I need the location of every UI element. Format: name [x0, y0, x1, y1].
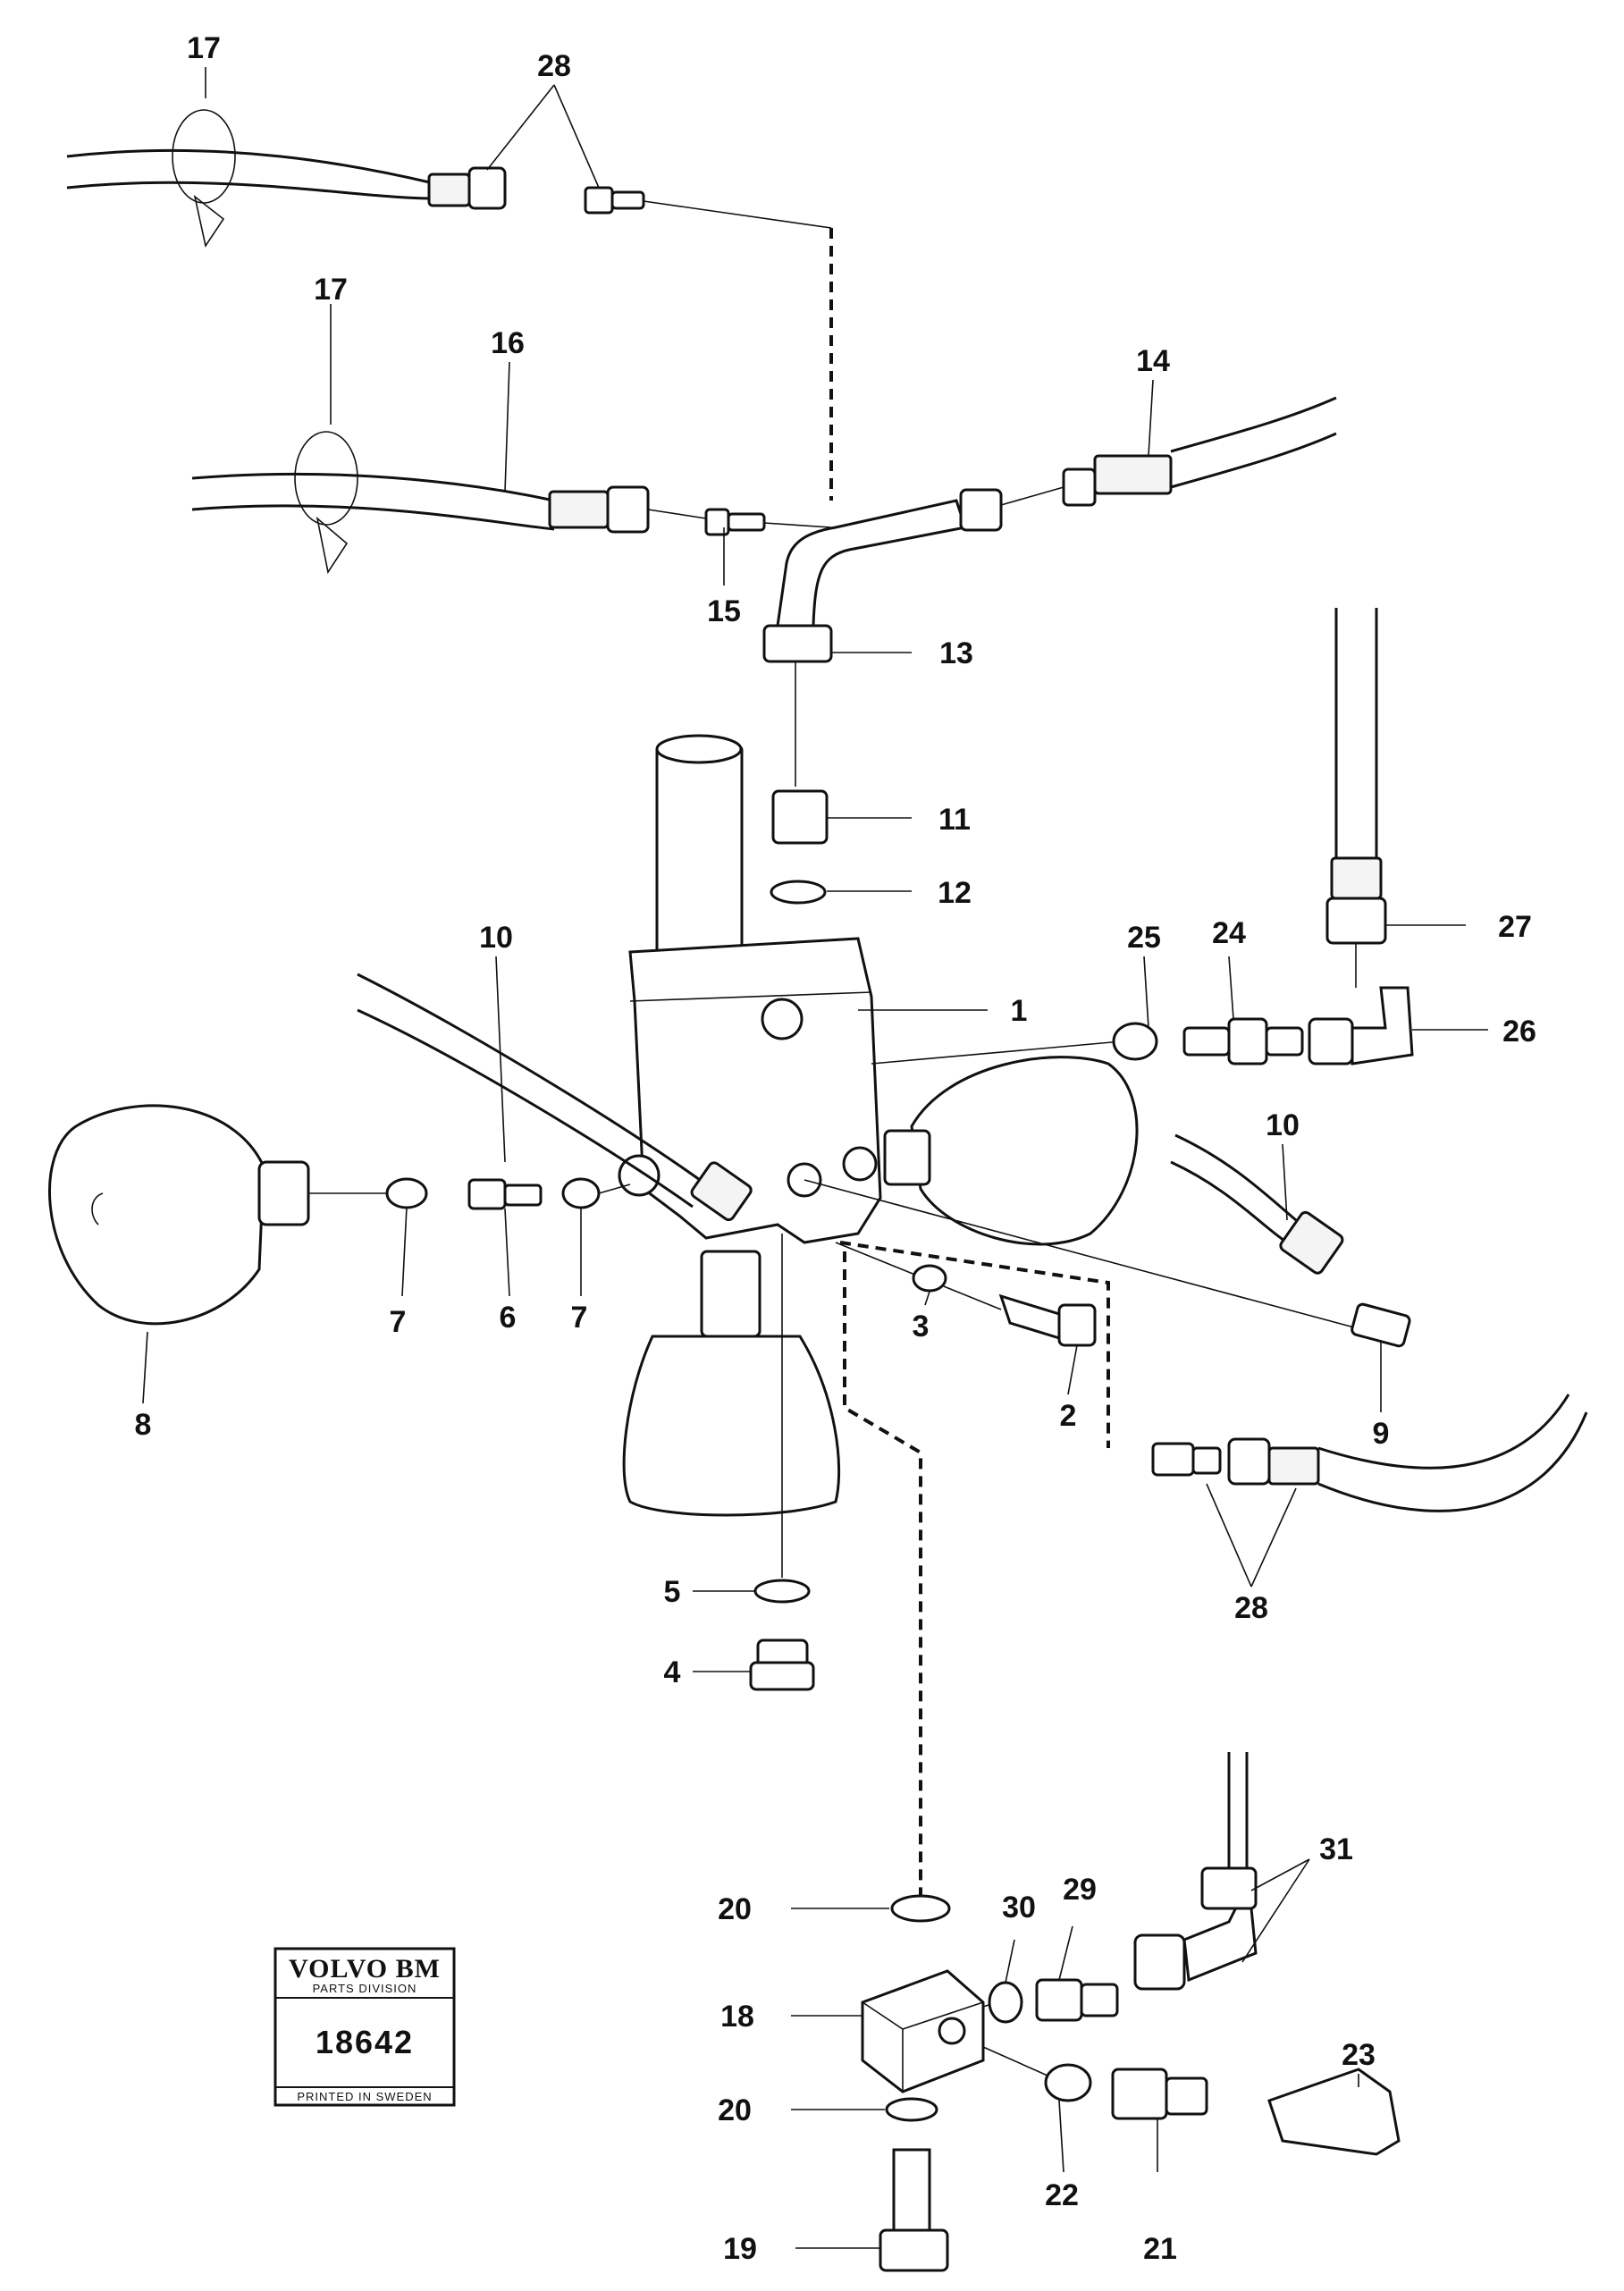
pipe-13 [776, 499, 967, 627]
label-10-left: 10 [479, 921, 513, 955]
label-25: 25 [1127, 921, 1161, 955]
pressure-switch-21 [1111, 2068, 1168, 2120]
label-26: 26 [1502, 1015, 1536, 1049]
washer-12 [770, 880, 827, 905]
middle-hose-assembly [191, 396, 1337, 663]
hose-14 [1093, 454, 1173, 495]
label-4: 4 [664, 1655, 681, 1689]
label-23: 23 [1342, 2038, 1376, 2072]
accumulator-right [910, 1056, 1139, 1246]
label-13: 13 [939, 636, 973, 670]
label-17-middle: 17 [314, 273, 348, 307]
label-5: 5 [664, 1575, 681, 1609]
leader-lines [142, 67, 1488, 2249]
label-9: 9 [1373, 1417, 1390, 1451]
label-7-left: 7 [390, 1305, 407, 1339]
nipple-11 [771, 789, 829, 845]
right-side-fittings [804, 608, 1414, 1348]
label-6: 6 [500, 1301, 517, 1335]
boot-23 [1267, 2068, 1401, 2156]
bottom-switch-assembly [843, 1251, 1401, 2272]
label-27: 27 [1498, 910, 1532, 944]
accumulators [47, 1056, 1139, 1517]
fasteners-2-3-4-5 [749, 1234, 1097, 1691]
accumulator-bottom [622, 1335, 841, 1517]
valve-block-1 [628, 937, 882, 1244]
elbow-26 [1308, 1017, 1354, 1065]
union-24 [1182, 1026, 1231, 1057]
stamp-division: PARTS DIVISION [313, 1982, 417, 1995]
nipple-28-top [584, 186, 614, 215]
elbow-9 [1351, 1302, 1411, 1348]
label-29: 29 [1063, 1873, 1097, 1907]
label-31: 31 [1319, 1832, 1353, 1866]
washer-7-right [561, 1177, 601, 1209]
stamp-printed: PRINTED IN SWEDEN [297, 2090, 432, 2103]
label-18: 18 [720, 2000, 754, 2034]
stamp-brand: VOLVO BM [289, 1954, 441, 1984]
label-30: 30 [1002, 1891, 1036, 1925]
stamp-number: 18642 [316, 2024, 414, 2060]
label-19: 19 [723, 2232, 757, 2266]
label-16: 16 [491, 326, 525, 360]
label-14: 14 [1136, 344, 1170, 378]
label-1: 1 [1011, 994, 1028, 1028]
hose-27 [1330, 856, 1383, 900]
accumulator-8 [47, 1104, 265, 1326]
nipple-15 [704, 508, 730, 536]
hose-clamp-17-middle [294, 431, 358, 526]
washer-3 [912, 1264, 947, 1293]
label-2: 2 [1060, 1399, 1077, 1433]
top-hose-assembly [66, 109, 833, 501]
washer-7-left [385, 1177, 428, 1209]
label-20-bottom: 20 [718, 2093, 752, 2127]
union-nut-28-top [467, 166, 507, 210]
washer-20-top [890, 1894, 951, 1923]
elbow-31 [1133, 1933, 1186, 1991]
nipple-6 [467, 1178, 507, 1210]
o-ring-30 [988, 1981, 1023, 2024]
label-28-top: 28 [537, 49, 571, 83]
bottom-right-hose-28 [839, 1241, 1588, 1512]
washer-25 [1112, 1022, 1158, 1061]
part-number-labels: 17 28 17 16 14 15 13 11 12 1 10 25 24 27… [135, 31, 1536, 2266]
hose-ferrule-top [427, 173, 471, 207]
label-24: 24 [1212, 916, 1246, 950]
adapter-29 [1035, 1978, 1083, 2022]
hose-10-left [357, 973, 753, 1222]
label-10-right: 10 [1266, 1108, 1300, 1142]
washer-5 [753, 1579, 811, 1604]
label-15: 15 [707, 594, 741, 628]
label-7-right: 7 [571, 1301, 588, 1335]
hose-clamp-17-top [172, 109, 236, 204]
volvo-bm-stamp: VOLVO BM PARTS DIVISION 18642 PRINTED IN… [273, 1947, 456, 2107]
washer-22 [1044, 2063, 1092, 2102]
washer-20-bottom [885, 2097, 938, 2122]
label-21: 21 [1143, 2232, 1177, 2266]
banjo-bolt-19 [892, 2148, 931, 2236]
label-8: 8 [135, 1408, 152, 1442]
label-17-top: 17 [187, 31, 221, 65]
label-3: 3 [913, 1310, 930, 1343]
label-12: 12 [938, 876, 972, 910]
hose-16 [548, 490, 610, 529]
block-18 [861, 1969, 985, 2093]
label-28-bottom: 28 [1234, 1591, 1268, 1625]
label-20-top: 20 [718, 1892, 752, 1926]
label-22: 22 [1045, 2178, 1079, 2212]
label-11: 11 [938, 803, 971, 837]
